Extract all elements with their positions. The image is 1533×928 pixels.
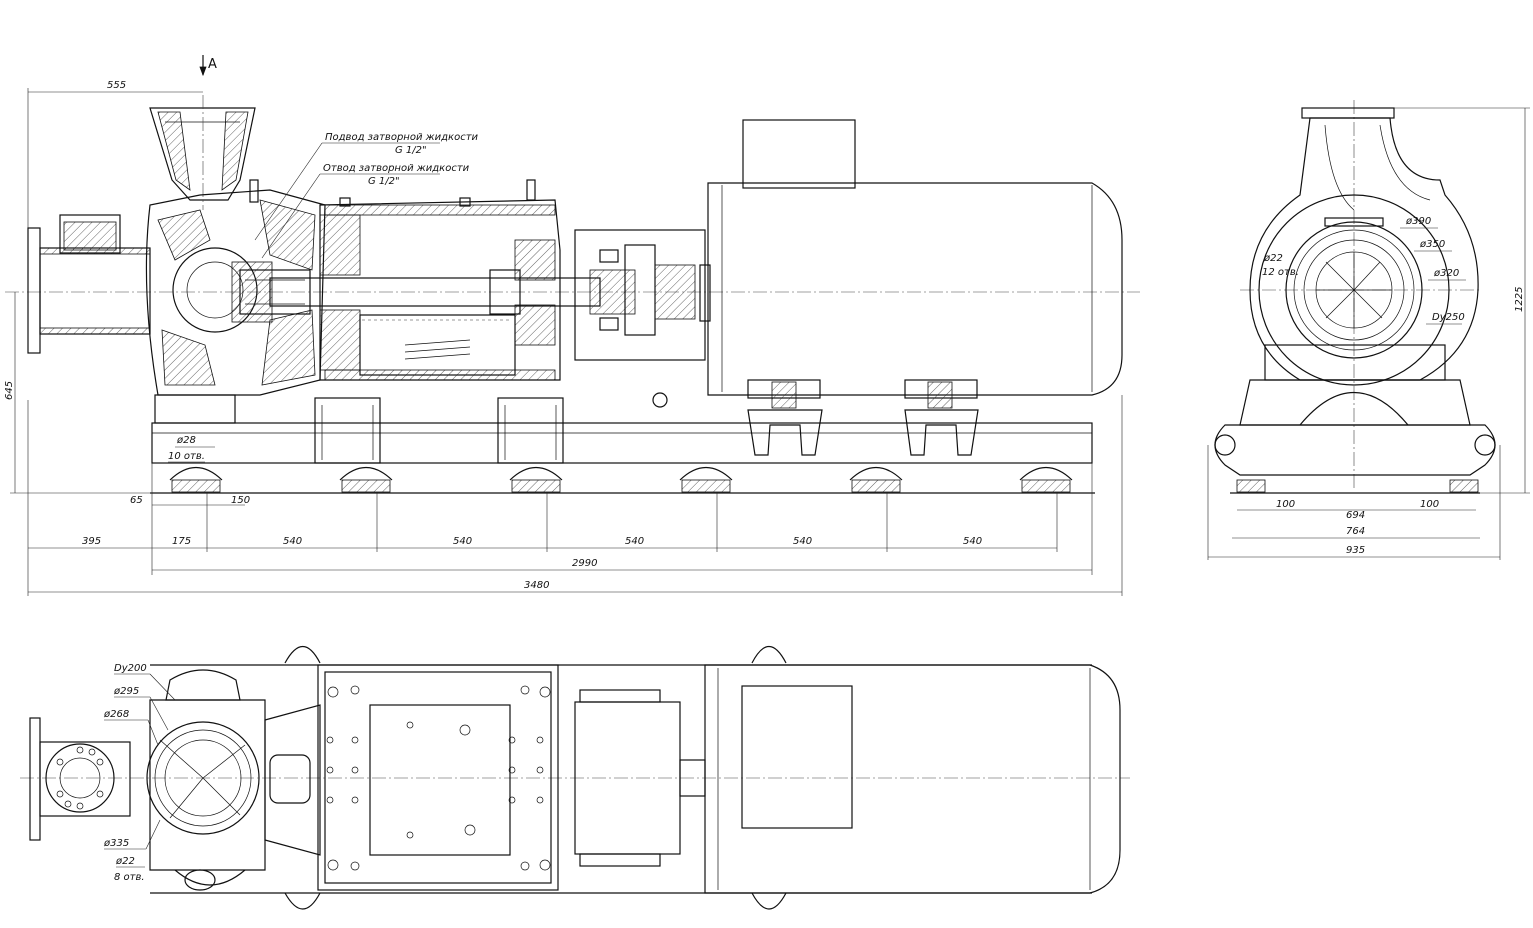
dy-200: Dy200 <box>114 663 147 674</box>
dim-1225: 1225 <box>1514 287 1525 312</box>
top-hole-dia: ø22 <box>115 856 135 867</box>
pedestal <box>1239 379 1471 426</box>
oil-sump <box>359 314 516 376</box>
bolt-grid <box>326 685 551 871</box>
anchor-pads <box>169 467 1073 493</box>
discharge-nozzle <box>149 107 256 201</box>
anchor-hole-dia: ø28 <box>176 435 196 446</box>
dim-645: 645 <box>4 381 15 400</box>
pitch-540-d: 540 <box>793 536 812 547</box>
suction-box <box>59 214 121 254</box>
dy-250: Dy250 <box>1432 312 1465 323</box>
suction-flange <box>27 227 41 354</box>
base-frame <box>151 422 1093 464</box>
volute-casing <box>1249 117 1479 381</box>
suction-pipe <box>39 247 151 335</box>
dia-295: ø295 <box>113 686 139 697</box>
dia-350: ø350 <box>1419 239 1445 250</box>
side-base <box>1214 424 1496 476</box>
pitch-395: 395 <box>82 536 101 547</box>
pitch-540-b: 540 <box>453 536 472 547</box>
suction-flange-circle <box>1285 221 1423 359</box>
coupling-guard <box>574 229 706 361</box>
dim-694: 694 <box>1346 510 1365 521</box>
dim-150: 150 <box>231 495 250 506</box>
dim-2990: 2990 <box>572 558 597 569</box>
seal-return-label: Отвод затворной жидкости <box>323 163 470 174</box>
seal-return-thread: G 1/2" <box>368 176 400 187</box>
bearing-housing-top <box>317 664 559 891</box>
dim-764: 764 <box>1346 526 1365 537</box>
seal-supply-label: Подвод затворной жидкости <box>325 132 479 143</box>
top-view: Dy200 ø295 ø268 ø335 ø22 8 отв. <box>20 645 1130 910</box>
motor-terminal-box <box>742 119 856 189</box>
dia-268: ø268 <box>103 709 129 720</box>
dim-935: 935 <box>1346 545 1365 556</box>
pump-top <box>149 699 266 871</box>
pitch-540-e: 540 <box>963 536 982 547</box>
side-hole-count: 12 отв. <box>1262 267 1299 278</box>
pitch-175: 175 <box>172 536 191 547</box>
electric-motor <box>707 182 1123 396</box>
side-view: ø390 ø350 ø320 Dy250 ø22 12 отв. 1225 10… <box>1207 100 1530 560</box>
seal-supply-thread: G 1/2" <box>395 145 427 156</box>
dim-100-left: 100 <box>1276 499 1295 510</box>
dia-320: ø320 <box>1433 268 1459 279</box>
anchor-hole-count: 10 отв. <box>168 451 205 462</box>
view-marker-a: A <box>208 57 217 72</box>
top-hole-count: 8 отв. <box>114 872 145 883</box>
dia-335: ø335 <box>103 838 129 849</box>
dia-390: ø390 <box>1405 216 1431 227</box>
dim-100-right: 100 <box>1420 499 1439 510</box>
dim-65: 65 <box>130 495 143 506</box>
dim-555: 555 <box>107 80 126 91</box>
pitch-540-c: 540 <box>625 536 644 547</box>
pitch-540-a: 540 <box>283 536 302 547</box>
dim-3480: 3480 <box>524 580 549 591</box>
front-view: A Подвод затворной жидкости G 1/2" Отвод… <box>4 55 1140 596</box>
side-hole-dia: ø22 <box>1263 253 1283 264</box>
motor-top <box>704 664 1121 894</box>
